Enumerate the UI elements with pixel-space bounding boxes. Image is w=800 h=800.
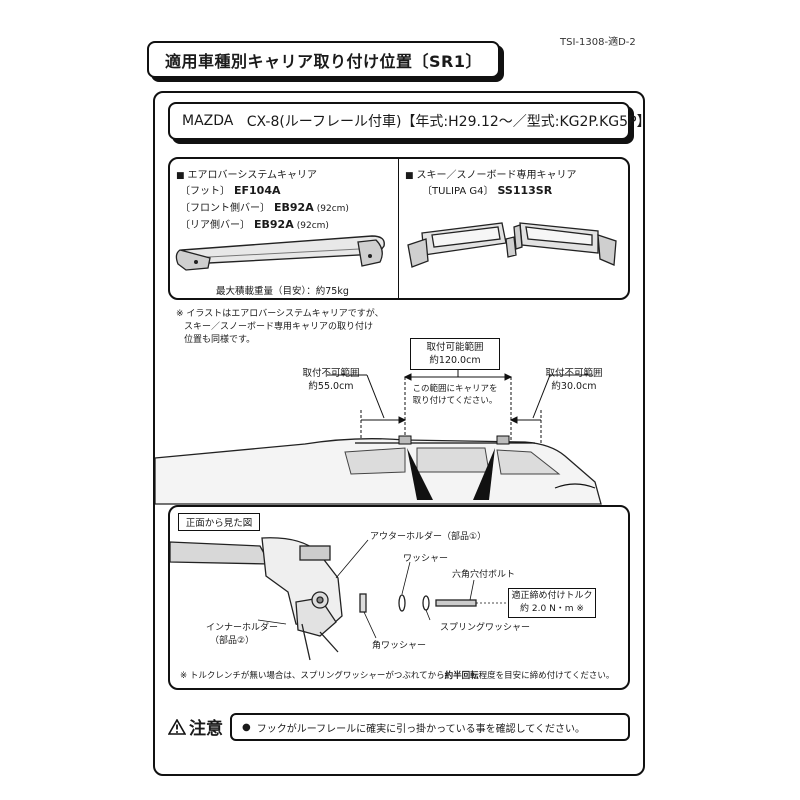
- spec-row: 〔フロント側バー〕EB92A(92cm): [180, 201, 349, 214]
- mounting-instruction: この範囲にキャリアを 取り付けてください。: [412, 384, 498, 406]
- inner-holder-label: インナーホルダー （部品②）: [206, 623, 279, 646]
- spec-row: 〔リア側バー〕EB92A(92cm): [180, 218, 329, 231]
- aero-bar-illustration: [175, 235, 385, 271]
- washer-label: ワッシャー: [403, 554, 449, 564]
- bullet-icon: ●: [242, 721, 251, 733]
- front-view-diagram: [170, 537, 508, 661]
- square-bullet-icon: ■: [405, 171, 414, 181]
- bolt-label: 六角穴付ボルト: [452, 570, 516, 580]
- max-load: 最大積載重量（目安）：約75kg: [216, 286, 349, 297]
- square-bullet-icon: ■: [176, 171, 185, 181]
- rear-unmountable-range: 取付不可範囲 約30.0cm: [545, 368, 603, 392]
- front-unmountable-range: 取付不可範囲 約55.0cm: [302, 368, 360, 392]
- caution-box: ● フックがルーフレールに確実に引っ掛かっている事を確認してください。: [230, 713, 630, 741]
- square-washer-label: 角ワッシャー: [372, 641, 427, 651]
- illustration-note: ※ イラストはエアロバーシステムキャリアですが、 スキー／スノーボード専用キャリ…: [176, 309, 384, 345]
- document-code: TSI-1308-適D-2: [560, 37, 636, 48]
- vehicle-model-box: MAZDA CX-8(ルーフレール付車) 【年式:H29.12～ ／型式:KG2…: [168, 102, 651, 140]
- page-title: 適用車種別キャリア取り付け位置〔SR1〕: [147, 41, 500, 78]
- torque-box: 適正締め付けトルク 約 2.0 N・m ※: [508, 588, 596, 618]
- ski-spec: 〔TULIPA G4〕SS113SR: [422, 184, 553, 197]
- warning-triangle-icon: [168, 718, 186, 735]
- front-view-tag: 正面から見た図: [178, 513, 260, 531]
- carrier-panel: [168, 157, 630, 300]
- outer-holder-label: アウターホルダー（部品①）: [370, 532, 487, 542]
- aero-specs: 〔フット〕EF104A 〔フロント側バー〕EB92A(92cm) 〔リア側バー〕…: [180, 183, 349, 234]
- vehicle-name: CX-8(ルーフレール付車): [246, 114, 402, 130]
- panel-divider: [398, 158, 399, 299]
- vehicle-year: 【年式:H29.12～: [401, 114, 513, 130]
- caution-text: フックがルーフレールに確実に引っ掛かっている事を確認してください。: [256, 723, 586, 735]
- ski-heading: ■スキー／スノーボード専用キャリア: [405, 170, 577, 181]
- ski-carrier-illustration: [407, 222, 617, 268]
- main-frame: [153, 91, 645, 776]
- spring-washer-label: スプリングワッシャー: [440, 623, 531, 633]
- front-view-panel: [168, 505, 630, 690]
- vehicle-type: ／型式:KG2P.KG5P】: [512, 114, 651, 130]
- torque-wrench-note: ※ トルクレンチが無い場合は、スプリングワッシャーがつぶれてから約半回転程度を目…: [180, 671, 615, 681]
- caution-label: 注意: [168, 714, 223, 739]
- mountable-range-box: 取付可能範囲 約120.0cm: [410, 338, 500, 370]
- spec-row: 〔フット〕EF104A: [180, 184, 281, 197]
- car-side-diagram: [155, 370, 602, 505]
- aero-heading: ■エアロバーシステムキャリア: [176, 170, 318, 181]
- vehicle-make: MAZDA: [182, 113, 234, 129]
